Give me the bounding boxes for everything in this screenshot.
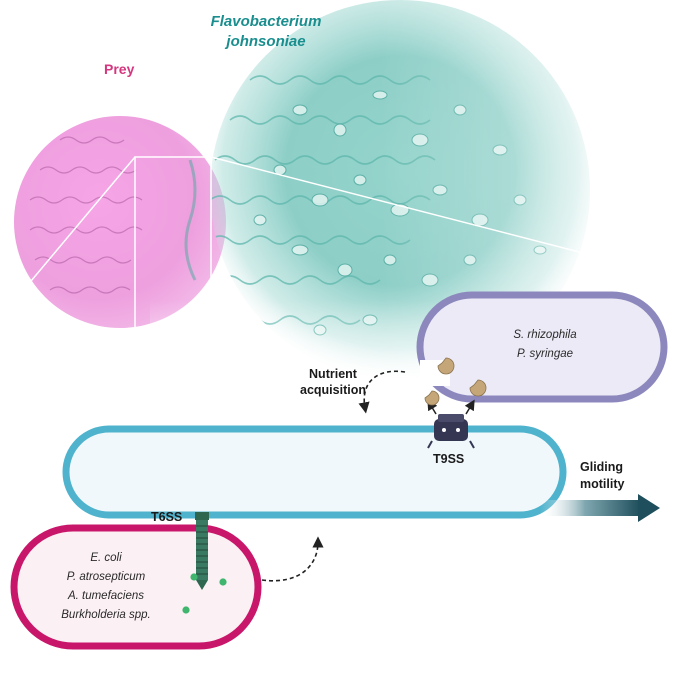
t6ss-apparatus	[195, 512, 209, 590]
t6ss-label: T6SS	[151, 510, 183, 524]
acquisition-line: acquisition	[300, 383, 366, 397]
top-prey-cell	[416, 291, 668, 403]
cluster-fade	[150, 300, 450, 420]
top-prey-strains: S. rhizophila P. syringae	[470, 326, 620, 364]
title-species: johnsoniae	[226, 33, 306, 50]
strain-item: S. rhizophila	[513, 329, 577, 341]
t9ss-complex	[427, 399, 475, 449]
motility-line: motility	[580, 477, 625, 491]
title-genus: Flavobacterium	[210, 13, 322, 30]
bottom-prey-strains: E. coli P. atrosepticum A. tumefaciens B…	[36, 549, 176, 625]
nutrient-acquisition-label: Nutrient acquisition	[293, 366, 373, 398]
strain-item: Burkholderia spp.	[61, 609, 151, 621]
strain-item: P. syringae	[516, 348, 574, 360]
nutrient-dashed-arrow	[358, 370, 406, 414]
prey-cell	[14, 116, 226, 328]
t9ss-label: T9SS	[433, 452, 465, 466]
prey-label: Prey	[104, 61, 135, 77]
strain-item: E. coli	[90, 552, 122, 564]
gliding-line: Gliding	[580, 460, 624, 474]
nutrient-line: Nutrient	[309, 367, 357, 381]
strain-item: P. atrosepticum	[66, 571, 146, 583]
gliding-arrow	[540, 494, 660, 522]
t9ss-effectors	[424, 357, 487, 406]
organism-title: Flavobacterium johnsoniae	[196, 12, 336, 52]
flavobacterium-rod	[62, 425, 567, 519]
t6ss-effectors	[182, 573, 227, 614]
gliding-motility-label: Gliding motility	[580, 459, 624, 493]
t6ss-dashed-arrow	[261, 536, 324, 582]
strain-item: A. tumefaciens	[67, 590, 145, 602]
